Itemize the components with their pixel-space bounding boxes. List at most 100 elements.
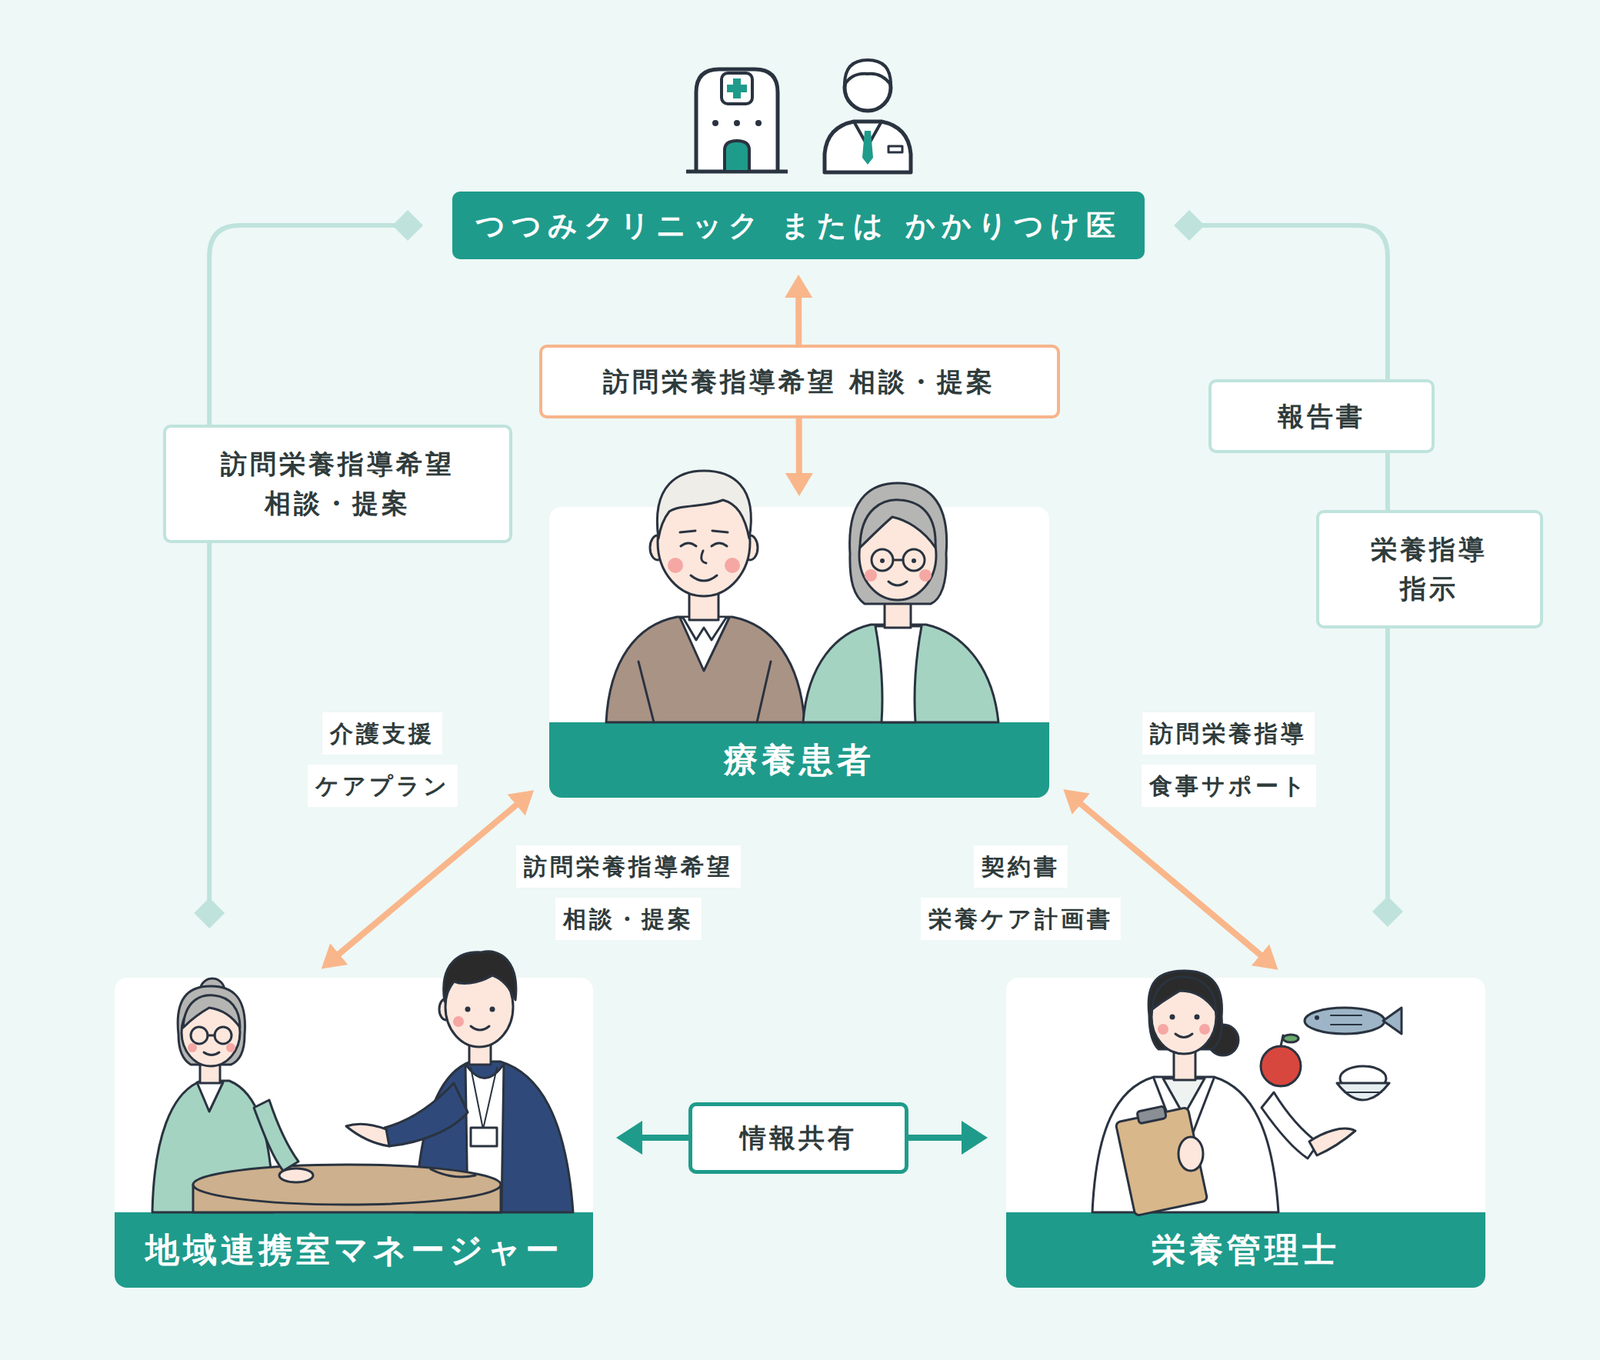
patient-illustration-part <box>919 569 932 582</box>
dietitian-illustration-part <box>1344 1091 1382 1094</box>
consultation-illustration-part <box>470 1127 497 1147</box>
edge-label: 訪問栄養指導希望 相談・提案 <box>603 362 996 402</box>
patient-illustration-part <box>689 584 719 620</box>
edge-label-box: 訪問栄養指導希望 相談・提案 <box>539 344 1060 419</box>
dietitian-illustration-part <box>1175 1033 1193 1038</box>
patient-illustration-part <box>850 483 947 604</box>
consultation-illustration-part <box>469 1033 491 1065</box>
consultation-illustration-part <box>465 1006 471 1013</box>
consultation-illustration-part <box>193 1184 501 1213</box>
doctor-icon-part <box>853 121 882 147</box>
consultation-illustration-part <box>415 1061 574 1213</box>
consultation-illustration-part <box>443 951 517 1002</box>
consultation-illustration-part <box>214 1026 232 1044</box>
patient-illustration-part <box>680 617 730 671</box>
patient-illustration-part <box>742 535 758 560</box>
hospital-icon-part <box>726 84 747 93</box>
patient-illustration-part <box>680 530 728 533</box>
hospital-icon-part <box>724 140 750 172</box>
dietitian-illustration-part <box>1151 980 1217 1054</box>
dietitian-illustration-part <box>1170 1014 1176 1020</box>
patient-illustration-part <box>903 549 925 571</box>
consultation-illustration-part <box>187 1043 197 1053</box>
role-band: 地域連携室マネージャー <box>114 1212 594 1288</box>
consultation-illustration-part <box>177 986 245 1065</box>
hospital-icon-part <box>733 120 740 127</box>
patient-illustration-part <box>888 581 907 586</box>
dietitian-illustration-part <box>1194 1014 1200 1020</box>
doctor-icon-part <box>844 64 891 111</box>
patient-illustration-part <box>893 559 904 562</box>
dietitian-illustration-part <box>1260 1046 1301 1087</box>
role-band: 療養患者 <box>549 722 1050 798</box>
consultation-illustration-part <box>196 1082 224 1112</box>
patient-illustration-part <box>638 661 771 723</box>
dietitian-illustration-part <box>1153 1078 1214 1139</box>
provider-banner: つつみクリニック または かかりつけ医 <box>452 191 1145 260</box>
dietitian-illustration-part <box>1314 1015 1320 1020</box>
note-label: 栄養指導 指示 <box>1342 530 1517 609</box>
consultation-illustration-part <box>203 1052 220 1056</box>
dietitian-illustration-part <box>1163 1078 1205 1116</box>
dietitian-illustration-part <box>1199 1023 1210 1035</box>
dietitian-illustration-part <box>1152 976 1216 1011</box>
edge-label-wrap: 契約書 栄養ケア計画書 <box>905 840 1137 946</box>
consultation-illustration-part <box>279 1168 314 1183</box>
consultation-illustration-part <box>470 1026 490 1030</box>
note-label: 訪問栄養指導 食事サポート <box>1141 712 1317 807</box>
patient-illustration-part <box>667 557 684 574</box>
consultation-illustration-part <box>200 978 225 1004</box>
hospital-icon-part <box>686 170 788 174</box>
patient-illustration-part <box>656 470 751 539</box>
patient-illustration-part <box>683 617 727 640</box>
consultation-illustration-part <box>183 995 240 1028</box>
patient-illustration-part <box>680 543 727 547</box>
connector-line <box>337 803 517 955</box>
note-label-wrap: 介護支援 ケアプラン <box>290 707 475 813</box>
consultation-illustration-part <box>181 998 240 1067</box>
dietitian-illustration-part <box>1336 1083 1390 1100</box>
note-label-box: 栄養指導 指示 <box>1316 510 1544 629</box>
dietitian-card: 栄養管理士 <box>1006 977 1486 1288</box>
dietitian-illustration-part <box>1173 1049 1196 1080</box>
consultation-illustration-part <box>439 998 454 1020</box>
patient-illustration-part <box>701 550 707 564</box>
patient-illustration-part <box>650 535 666 560</box>
patient-card: 療養患者 <box>549 506 1050 798</box>
edge-label-box: 報告書 <box>1208 379 1435 454</box>
consultation-illustration-part <box>152 1080 274 1213</box>
dietitian-illustration-part <box>1113 1101 1207 1217</box>
edge-label: 訪問栄養指導希望 相談・提案 <box>189 444 487 524</box>
note-label: 介護支援 ケアプラン <box>307 712 458 807</box>
patient-illustration-part <box>803 624 999 723</box>
consultation-illustration <box>152 951 574 1213</box>
note-label-wrap: 訪問栄養指導 食事サポート <box>1120 707 1337 813</box>
dietitian-illustration-part <box>1092 1076 1279 1213</box>
patient-illustration-part <box>724 557 740 574</box>
edge-label: 訪問栄養指導希望 相談・提案 <box>516 845 741 940</box>
dietitian-illustration-part <box>1330 1015 1362 1025</box>
dietitian-illustration-part <box>1261 1092 1319 1159</box>
consultation-illustration-part <box>207 1034 215 1037</box>
patient-illustration-part <box>606 616 805 723</box>
edge-label-box: 訪問栄養指導希望 相談・提案 <box>163 424 513 544</box>
hospital-icon-part <box>696 69 778 172</box>
consultation-illustration-part <box>453 1016 464 1027</box>
consultation-illustration-part <box>226 1043 236 1053</box>
edge-label: 情報共有 <box>740 1118 857 1158</box>
dietitian-illustration-part <box>1148 970 1222 1050</box>
edge-label: 契約書 栄養ケア計画書 <box>920 845 1121 940</box>
dietitian-illustration-part <box>1157 1023 1169 1035</box>
patient-illustration-part <box>860 500 936 548</box>
patient-illustration-part <box>880 558 885 564</box>
consultation-illustration-part <box>430 1169 476 1177</box>
consultation-illustration-part <box>470 1067 497 1130</box>
consultation-illustration-part <box>384 1083 468 1147</box>
consultation-illustration-part <box>200 1058 220 1084</box>
edge-label: 報告書 <box>1277 396 1366 437</box>
hospital-icon-part <box>721 73 753 104</box>
dietitian-illustration-part-part <box>1115 1106 1208 1216</box>
dietitian-illustration-part <box>1383 1007 1402 1034</box>
dietitian-illustration-part <box>1309 1128 1356 1156</box>
